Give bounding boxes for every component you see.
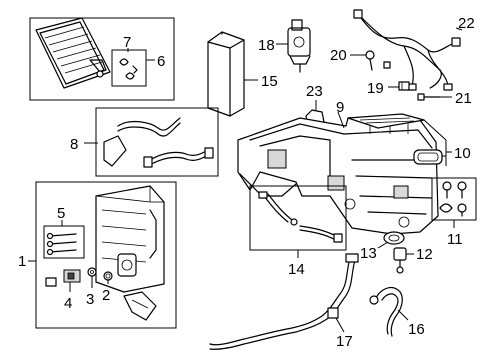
evaporator-core[interactable] [95,185,165,293]
callout-8: 8 [70,136,78,153]
o-ring-2[interactable] [103,271,113,281]
fasteners[interactable] [439,181,467,217]
refrigerant-tubes[interactable] [258,191,343,243]
gasket-13[interactable] [383,231,405,245]
heater-core[interactable] [35,17,111,89]
callout-16: 16 [408,321,425,338]
bolt-kit-box [43,225,85,259]
hvac-case[interactable] [237,117,439,235]
fastener-group-11 [431,177,477,221]
hose-group-8 [95,107,219,177]
tube-group-14 [249,185,347,251]
callout-3: 3 [86,291,94,308]
callout-18: 18 [258,37,275,54]
bolt-kit[interactable] [46,232,77,256]
hose-box [95,107,219,177]
screw-20[interactable] [365,50,375,71]
wiring-harness[interactable] [353,9,461,91]
blend-door-actuator[interactable] [287,19,311,73]
bolt-21[interactable] [417,93,441,101]
heater-core-clips[interactable] [119,58,138,80]
evaporator-box [35,181,177,329]
callout-2: 2 [102,287,110,304]
callout-20: 20 [330,47,347,64]
callout-6: 6 [157,53,165,70]
callout-10: 10 [454,145,471,162]
callout-13: 13 [360,245,377,262]
callout-14: 14 [288,261,305,278]
callout-21: 21 [455,90,472,107]
evaporator-bracket[interactable] [123,291,157,321]
drain-tube-17[interactable] [209,253,359,350]
callout-17: 17 [336,333,353,350]
callout-9: 9 [336,99,344,116]
callout-22: 22 [458,15,475,32]
callout-15: 15 [261,73,278,90]
callout-12: 12 [416,246,433,263]
o-ring-3[interactable] [87,267,97,277]
callout-5: 5 [57,205,65,222]
case-seal[interactable] [413,149,443,165]
heater-core-group: 7 6 [29,17,175,101]
callout-4: 4 [64,295,72,312]
cabin-filter[interactable] [207,31,245,117]
valve-block-4[interactable] [63,269,81,283]
connector-19[interactable] [398,81,410,91]
clip-kit-box [111,49,147,87]
fastener-box [431,177,477,221]
clip-4[interactable] [45,277,57,287]
callout-7: 7 [123,34,131,51]
callout-11: 11 [447,231,463,248]
callout-1: 1 [18,253,26,270]
expansion-valve[interactable] [393,247,407,274]
heater-core-box [29,17,175,101]
heater-hoses[interactable] [103,117,214,168]
callout-19: 19 [367,80,384,97]
callout-23: 23 [306,83,323,100]
hose-16[interactable] [369,286,403,337]
evaporator-group [35,181,177,329]
